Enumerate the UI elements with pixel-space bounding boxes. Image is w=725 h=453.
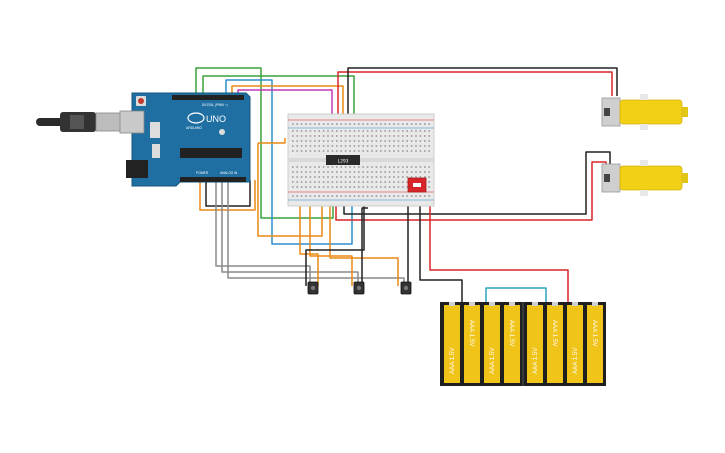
wire-black-motor-1[interactable]	[347, 67, 618, 140]
battery-cell-label: AAA 1.5V	[468, 320, 475, 347]
wire-gray-sensor-1[interactable]	[215, 180, 311, 286]
battery-cell: AAA 1.5V	[444, 302, 460, 383]
battery-cells: AAA 1.5V AAA 1.5V AAA 1.5V AAA 1.5V AAA 1.5V…	[444, 302, 603, 383]
wire-black-sensor-1[interactable]	[305, 200, 365, 286]
ir-sensor[interactable]	[307, 281, 319, 295]
dc-gear-motor[interactable]	[601, 94, 688, 130]
battery-cell: AAA 1.5V	[464, 302, 480, 383]
wire-red-battery[interactable]	[429, 196, 569, 302]
arduino-logo-icon	[187, 112, 205, 124]
wire-red-motor-2[interactable]	[335, 161, 607, 221]
battery-cell-label: AAA 1.5V	[551, 320, 558, 347]
wire-orange-2[interactable]	[257, 143, 323, 237]
wire-black-battery[interactable]	[419, 196, 463, 302]
power-jack	[126, 160, 148, 178]
breadboard-holes	[292, 123, 430, 197]
battery-cell: AAA 1.5V	[587, 302, 603, 383]
usb-cable[interactable]	[36, 112, 123, 132]
battery-cell: AAA 1.5V	[527, 302, 543, 383]
battery-cell-label: AAA 1.5V	[508, 320, 515, 347]
wire-red-motor-1[interactable]	[337, 71, 613, 136]
arduino-power-label: POWER	[196, 171, 209, 175]
wire-orange-sensor-2[interactable]	[309, 196, 353, 286]
battery-cell: AAA 1.5V	[547, 302, 563, 383]
arduino-uno[interactable]: UNO ARDUINO DIGITAL (PWM ~) POWER ANALOG…	[119, 92, 251, 187]
battery-pack[interactable]: AAA 1.5V AAA 1.5V AAA 1.5V AAA 1.5V AAA 1.5V…	[440, 302, 606, 386]
wire-orange-sensor-1[interactable]	[299, 196, 319, 286]
power-analog-header	[180, 177, 246, 182]
battery-cell-label: AAA 1.5V	[489, 347, 496, 374]
arduino-brand: ARDUINO	[186, 126, 202, 130]
battery-cell: AAA 1.5V	[484, 302, 500, 383]
motor-driver-ic[interactable]	[326, 155, 360, 165]
battery-cell-label: AAA 1.5V	[532, 347, 539, 374]
wire-teal-battery-bridge[interactable]	[485, 287, 547, 302]
usb-port	[119, 110, 145, 134]
motor-group	[601, 94, 688, 196]
wire-gray-sensor-2[interactable]	[221, 180, 359, 286]
wire-orange-sensor-3[interactable]	[329, 196, 399, 286]
atmega-chip	[180, 148, 242, 158]
digital-header	[172, 95, 244, 100]
wire-blue[interactable]	[225, 79, 353, 245]
battery-cell: AAA 1.5V	[567, 302, 583, 383]
battery-cell: AAA 1.5V	[504, 302, 520, 383]
dc-gear-motor[interactable]	[601, 160, 688, 196]
sensor-group	[307, 281, 412, 295]
arduino-digital-label: DIGITAL (PWM ~)	[202, 103, 228, 107]
battery-cell-label: AAA 1.5V	[449, 347, 456, 374]
wire-orange-3[interactable]	[258, 138, 286, 144]
wire-green-2[interactable]	[202, 75, 355, 130]
ir-sensor[interactable]	[353, 281, 365, 295]
arduino-model: UNO	[206, 114, 226, 124]
ic-label: L293	[338, 159, 349, 165]
wire-black-sensor-2[interactable]	[361, 207, 368, 286]
ir-sensor[interactable]	[400, 281, 412, 295]
arduino-analog-label: ANALOG IN	[220, 171, 238, 175]
wire-layer	[195, 67, 618, 302]
battery-cell-label: AAA 1.5V	[572, 347, 579, 374]
battery-cell-label: AAA 1.5V	[591, 320, 598, 347]
wire-black-motor-2[interactable]	[343, 151, 611, 215]
slide-switch[interactable]	[407, 177, 427, 193]
